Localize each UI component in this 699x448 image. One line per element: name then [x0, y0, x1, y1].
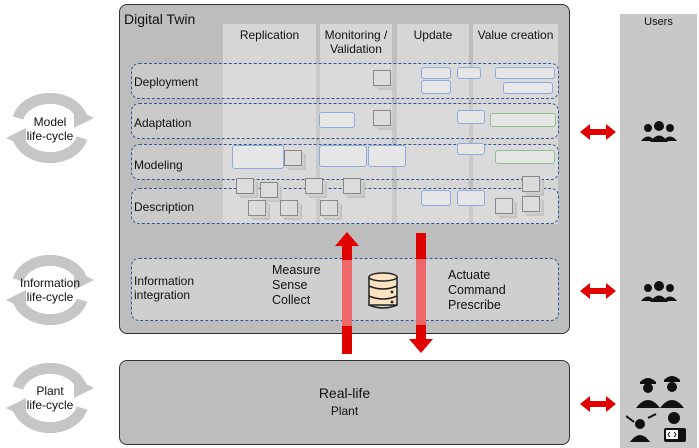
column-header-value-creation: Value creation	[477, 28, 554, 42]
row-label-adaptation: Adaptation	[134, 116, 192, 130]
row-adaptation	[131, 103, 559, 139]
column-header-update: Update	[413, 28, 453, 42]
row-label-description: Description	[134, 200, 195, 214]
plant-users-double-arrow-icon	[580, 396, 616, 412]
information-cycle-arrows-icon	[6, 254, 94, 326]
plant-subtitle: Plant	[330, 404, 359, 418]
real-life-plant-box	[119, 360, 570, 445]
column-header-monitoring: Monitoring /Validation	[324, 28, 388, 56]
column-header-replication: Replication	[239, 28, 300, 42]
plant-title: Real-life	[318, 385, 371, 401]
users-group-icon	[641, 121, 677, 142]
workers-icon	[626, 376, 686, 442]
model-cycle-arrows-icon	[6, 92, 94, 164]
sense-up-arrow-icon	[335, 232, 359, 354]
row-deployment	[131, 63, 559, 99]
users-group-icon	[641, 281, 677, 302]
sense-list: Measure Sense Collect	[272, 263, 321, 307]
actuate-list: Actuate Command Prescribe	[448, 268, 506, 312]
plant-cycle-arrows-icon	[6, 362, 94, 434]
actuate-down-arrow-icon	[409, 233, 433, 353]
model-users-double-arrow-icon	[580, 124, 616, 140]
row-label-modeling: Modeling	[134, 158, 183, 172]
row-label-deployment: Deployment	[134, 75, 199, 89]
users-column	[620, 14, 697, 448]
users-label: Users	[644, 16, 673, 28]
digital-twin-title: Digital Twin	[124, 11, 196, 27]
database-icon	[368, 272, 398, 309]
info-users-double-arrow-icon	[580, 283, 616, 299]
